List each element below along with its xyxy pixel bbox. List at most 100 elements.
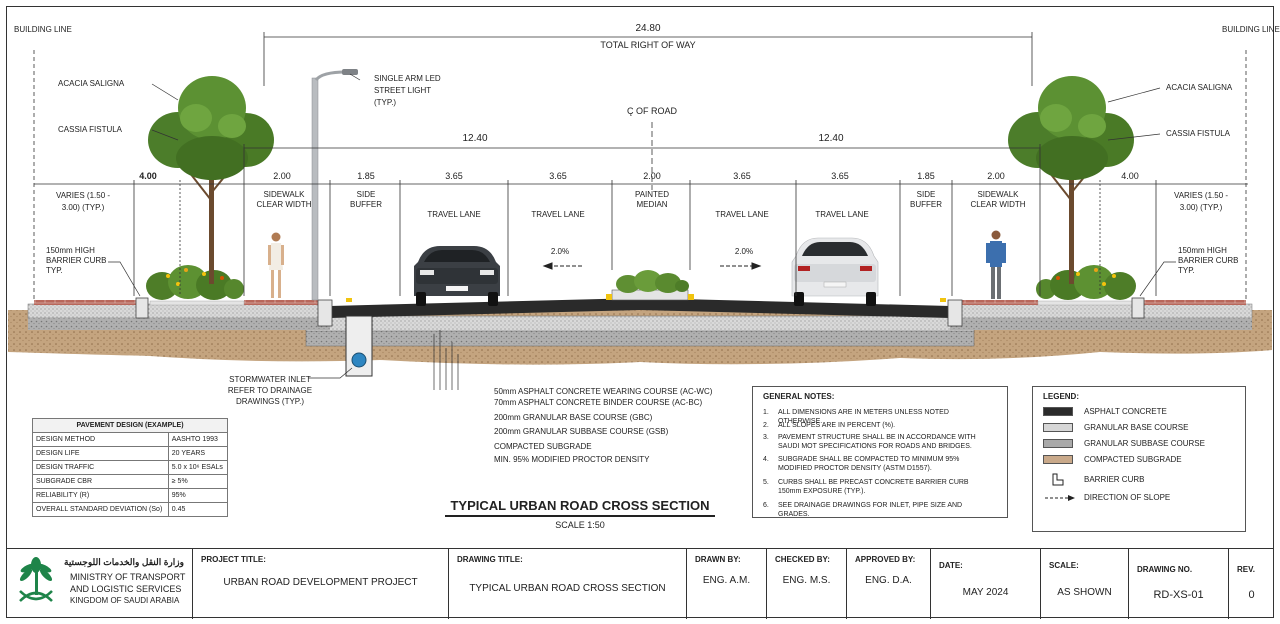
date-value: MAY 2024	[962, 587, 1009, 598]
approved-by-cell: APPROVED BY: ENG. D.A.	[846, 549, 930, 619]
drawing-no-cell: DRAWING NO. RD-XS-01	[1128, 549, 1228, 619]
layer-callout: 50mm ASPHALT CONCRETE WEARING COURSE (AC…	[494, 387, 713, 396]
saudi-emblem-icon	[19, 557, 53, 602]
subgrade-swatch	[1043, 455, 1073, 464]
drawn-by-label: DRAWN BY:	[695, 555, 741, 564]
approved-by-value: ENG. D.A.	[865, 575, 912, 586]
slope-arrows	[542, 262, 762, 270]
segment-label: TRAVEL LANE	[531, 210, 585, 219]
table-row: OVERALL STANDARD DEVIATION (So)0.45	[32, 502, 229, 517]
tree-callout-right-2: CASSIA FISTULA	[1166, 129, 1231, 138]
road-cross-section-drawing	[8, 32, 1272, 390]
asphalt-swatch	[1043, 407, 1073, 416]
street-light-callout: SINGLE ARM LED STREET LIGHT (TYP.)	[374, 74, 441, 107]
layer-callout: 70mm ASPHALT CONCRETE BINDER COURSE (AC-…	[494, 398, 703, 407]
drawing-title-cell: DRAWING TITLE: TYPICAL URBAN ROAD CROSS …	[448, 549, 686, 619]
segment-label: TRAVEL LANE	[715, 210, 769, 219]
segment-label: VARIES (1.50 - 3.00) (TYP.)	[55, 191, 111, 212]
left-brick-paving	[34, 300, 136, 305]
project-title-label: PROJECT TITLE:	[201, 555, 266, 564]
centerline-label: C̨ OF ROAD	[626, 106, 677, 116]
tree-callout-left: ACACIA SALIGNA	[58, 79, 125, 88]
scale-cell: SCALE: AS SHOWN	[1040, 549, 1128, 619]
segment-label: VARIES (1.50 - 3.00) (TYP.)	[1173, 191, 1229, 212]
layer-callout: 200mm GRANULAR BASE COURSE (GBC)	[494, 413, 653, 422]
scale-value: AS SHOWN	[1057, 587, 1112, 598]
title-block: وزارة النقل والخدمات اللوجستية MINISTRY …	[6, 548, 1274, 619]
street-light	[311, 69, 358, 301]
total-width-dimension: 24.80	[635, 23, 661, 34]
left-tree	[148, 76, 274, 284]
segment-dim: 2.00	[987, 171, 1005, 181]
slope-arrow-icon	[1045, 495, 1075, 501]
rev-cell: REV. 0	[1228, 549, 1274, 619]
slope-right-label: 2.0%	[734, 247, 754, 256]
right-barrier-curb	[947, 299, 963, 327]
scale-label: SCALE:	[1049, 561, 1079, 570]
org-cell: وزارة النقل والخدمات اللوجستية MINISTRY …	[6, 549, 192, 619]
total-right-of-way-label: TOTAL RIGHT OF WAY	[600, 40, 696, 50]
org-line-1: MINISTRY OF TRANSPORT	[70, 572, 186, 582]
half-width-right-dimension: 12.40	[818, 133, 844, 144]
drawing-title-value: TYPICAL URBAN ROAD CROSS SECTION	[469, 583, 666, 594]
note-item: 6.SEE DRAINAGE DRAWINGS FOR INLET, PIPE …	[763, 502, 963, 518]
table-row: SUBGRADE CBR≥ 5%	[32, 474, 229, 489]
date-cell: DATE: MAY 2024	[930, 549, 1040, 619]
segment-dim: 2.00	[643, 171, 661, 181]
project-title-value: URBAN ROAD DEVELOPMENT PROJECT	[223, 577, 418, 588]
pedestrian-man	[986, 230, 1006, 299]
note-item: 3.PAVEMENT STRUCTURE SHALL BE IN ACCORDA…	[763, 434, 976, 450]
tree-callout-left-2: CASSIA FISTULA	[58, 125, 123, 134]
dark-sedan	[414, 246, 500, 306]
org-line-2: AND LOGISTIC SERVICES	[70, 584, 182, 594]
general-notes-panel: GENERAL NOTES: 1.ALL DIMENSIONS ARE IN M…	[752, 386, 1008, 518]
segment-dim: 3.65	[733, 171, 751, 181]
table-row: RELIABILITY (R)95%	[32, 488, 229, 503]
right-sidewalk-base	[949, 303, 1253, 319]
note-item: 2.ALL SLOPES ARE IN PERCENT (%).	[763, 422, 896, 429]
segment-dim: 1.85	[357, 171, 375, 181]
rev-value: 0	[1248, 589, 1255, 601]
layer-callout: COMPACTED SUBGRADE	[494, 442, 592, 451]
drawing-sheet-border	[6, 6, 1274, 618]
layer-callout: 200mm GRANULAR SUBBASE COURSE (GSB)	[494, 427, 669, 436]
drawn-by-cell: DRAWN BY: ENG. A.M.	[686, 549, 766, 619]
left-planting-bed	[146, 265, 244, 300]
legend-panel: LEGEND: ASPHALT CONCRETE GRANULAR BASE C…	[1032, 386, 1246, 532]
approved-by-label: APPROVED BY:	[855, 555, 916, 564]
checked-by-cell: CHECKED BY: ENG. M.S.	[766, 549, 846, 619]
org-line-3: KINGDOM OF SAUDI ARABIA	[70, 596, 180, 605]
org-arabic-name: وزارة النقل والخدمات اللوجستية	[64, 557, 184, 567]
white-suv	[791, 237, 879, 306]
drawing-title: TYPICAL URBAN ROAD CROSS SECTION	[450, 498, 710, 513]
segment-label: SIDE BUFFER	[910, 190, 942, 209]
segment-dim: 3.65	[445, 171, 463, 181]
segment-dim: 4.00	[1121, 171, 1139, 181]
subbase-layer	[305, 329, 975, 347]
drawing-no-value: RD-XS-01	[1153, 589, 1204, 601]
segment-dim: 3.65	[549, 171, 567, 181]
general-notes-title: GENERAL NOTES:	[763, 392, 835, 401]
checked-by-label: CHECKED BY:	[775, 555, 830, 564]
base-layer	[305, 315, 975, 332]
segment-label: TRAVEL LANE	[815, 210, 869, 219]
segment-dim: 4.00	[139, 171, 157, 181]
drawn-by-value: ENG. A.M.	[702, 575, 751, 586]
legend-title: LEGEND:	[1043, 392, 1079, 401]
project-title-cell: PROJECT TITLE: URBAN ROAD DEVELOPMENT PR…	[192, 549, 448, 619]
segment-dim: 2.00	[273, 171, 291, 181]
segment-label: TRAVEL LANE	[427, 210, 481, 219]
median-shrubs	[616, 270, 689, 293]
subbase-course-swatch	[1043, 439, 1073, 448]
barrier-curb-callout-right: 150mm HIGH BARRIER CURB TYP.	[1178, 246, 1239, 275]
title-underline	[445, 515, 715, 517]
dimension-lines	[33, 32, 1248, 300]
date-label: DATE:	[939, 561, 963, 570]
layer-callout: MIN. 95% MODIFIED PROCTOR DENSITY	[494, 455, 650, 464]
segment-label: SIDEWALK CLEAR WIDTH	[970, 190, 1026, 209]
note-item: 5.CURBS SHALL BE PRECAST CONCRETE BARRIE…	[763, 479, 969, 495]
barrier-curb-icon	[1052, 473, 1064, 486]
